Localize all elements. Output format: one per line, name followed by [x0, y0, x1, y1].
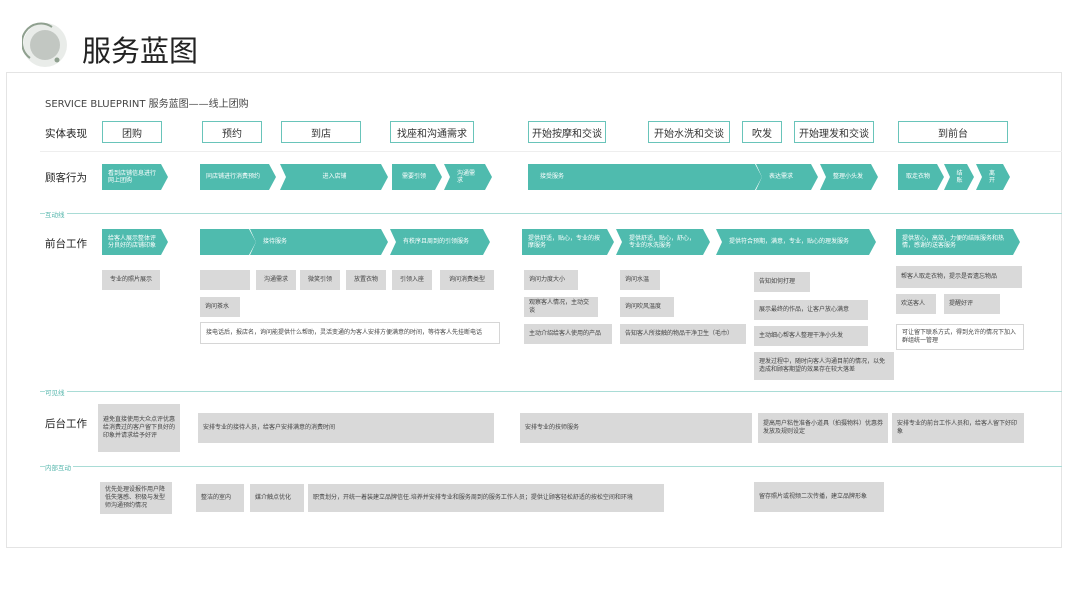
- internal-item: 整洁的室内: [196, 484, 244, 512]
- blueprint-subtitle: SERVICE BLUEPRINT 服务蓝图——线上团购: [45, 99, 249, 110]
- frontstage-detail: 告知客人所接触的物品干净卫生（毛巾）: [620, 324, 746, 344]
- frontstage-detail: 询问茶水: [200, 297, 240, 317]
- internal-item: 优先处理设报作用户降低失落感、积极与发型师沟通预约情况: [100, 482, 172, 514]
- internal-line-label: 内部互动: [45, 462, 73, 472]
- frontstage-action: 提供舒适，贴心，专业的按摩服务: [522, 229, 614, 255]
- physical-item: 开始水洗和交谈: [648, 121, 730, 143]
- visibility-line-label: 可见线: [45, 387, 67, 397]
- customer-action: 取走衣物: [898, 164, 944, 190]
- frontstage-detail: 询问消费类型: [440, 270, 494, 290]
- customer-action: 沟通需求: [444, 164, 492, 190]
- interaction-line-label: 互动线: [45, 209, 67, 219]
- frontstage-detail: 提醒好评: [944, 294, 1000, 314]
- physical-item: 到店: [281, 121, 361, 143]
- backstage-item: 提高用户粘性准备小道具（拍摄物料）优惠券发放及规则设定: [758, 413, 888, 443]
- physical-item: 开始按摩和交谈: [528, 121, 606, 143]
- internal-interaction-line: [40, 466, 1062, 467]
- physical-item: 找座和沟通需求: [390, 121, 474, 143]
- frontstage-detail: [200, 270, 250, 290]
- backstage-item: 安排专业的前台工作人员和，给客人留下好印象: [892, 413, 1024, 443]
- frontstage-detail: 接电话后，报店名，询问能提供什么帮助，灵活变通的为客人安排方便满意的时间，等待客…: [200, 322, 500, 344]
- customer-action: 接受服务: [528, 164, 762, 190]
- frontstage-action: 提供放心，高效，力便的结账服务和热情，感谢的送客服务: [896, 229, 1020, 255]
- frontstage-detail: 告知如何打理: [754, 272, 810, 292]
- frontstage-detail: 可让留下联系方式，得到允许的情况下加入群组统一管理: [896, 324, 1024, 350]
- row-label-physical: 实体表现: [45, 128, 87, 140]
- frontstage-detail: 主动细心帮客人整理干净小头发: [754, 326, 868, 346]
- frontstage-action: 有秩序且周到的引领服务: [390, 229, 490, 255]
- frontstage-action: 提供符合预期，满意，专业，贴心的理发服务: [716, 229, 876, 255]
- row-separator: [40, 151, 1062, 152]
- frontstage-detail: 欢送客人: [896, 294, 936, 314]
- backstage-item: 避免直接使用大众点评优惠 给消费过的客户留下良好的印象并请求给予好评: [98, 404, 180, 452]
- internal-item: 媒介触点优化: [250, 484, 304, 512]
- customer-action: 看到店铺信息进行网上团购: [102, 164, 168, 190]
- backstage-item: 安排专业的技师服务: [520, 413, 752, 443]
- internal-item: 职责划分，开统一着装建立品牌信任.培养并安排专业和服务周到的服务工作人员；提供让…: [308, 484, 664, 512]
- frontstage-detail: 主动介绍给客人使用的产品: [524, 324, 612, 344]
- frontstage-detail: 展示最终的作品，让客户放心满意: [754, 300, 868, 320]
- customer-action: 整理小头发: [820, 164, 878, 190]
- frontstage-detail: 沟通需求: [256, 270, 296, 290]
- row-label-customer: 顾客行为: [45, 172, 87, 184]
- customer-action: 同店铺进行消费预约: [200, 164, 276, 190]
- customer-action: 需要引领: [392, 164, 442, 190]
- frontstage-detail: 询问力度大小: [524, 270, 578, 290]
- physical-item: 开始理发和交谈: [794, 121, 874, 143]
- physical-item: 团购: [102, 121, 162, 143]
- frontstage-action: 提供舒适，贴心，舒心，专业的水洗服务: [616, 229, 710, 255]
- frontstage-detail: 询问水温: [620, 270, 660, 290]
- frontstage-detail: 微笑引领: [300, 270, 340, 290]
- customer-action: 表达需求: [756, 164, 818, 190]
- frontstage-detail: 专业的照片展示: [102, 270, 160, 290]
- frontstage-action: 给客人展示整体评分良好的店铺印象: [102, 229, 168, 255]
- frontstage-action: 接待服务: [250, 229, 388, 255]
- frontstage-action: [200, 229, 256, 255]
- frontstage-detail: 理发过程中，随时向客人沟通目前的情况，以免造成和顾客期望的效果存在较大落差: [754, 352, 894, 380]
- frontstage-detail: 询问吹风温度: [620, 297, 674, 317]
- customer-action: 进入店铺: [280, 164, 388, 190]
- interaction-line: [40, 213, 1062, 214]
- physical-item: 吹发: [742, 121, 782, 143]
- internal-item: 留存照片或视频二次传播，建立品牌形象: [754, 482, 884, 512]
- visibility-line: [40, 391, 1062, 392]
- row-label-backstage: 后台工作: [45, 418, 87, 430]
- physical-item: 到前台: [898, 121, 1008, 143]
- logo-icon: [22, 22, 67, 67]
- frontstage-detail: 帮客人取走衣物，提示是否遗忘物品: [896, 266, 1022, 288]
- frontstage-detail: 引领入座: [392, 270, 432, 290]
- frontstage-detail: 观察客人情况，主动交谈: [524, 297, 598, 317]
- physical-item: 预约: [202, 121, 262, 143]
- row-label-frontstage: 前台工作: [45, 238, 87, 250]
- backstage-item: 安排专业的接待人员，给客户安排满意的消费时间: [198, 413, 494, 443]
- page-title: 服务蓝图: [82, 34, 199, 68]
- frontstage-detail: 放置衣物: [346, 270, 386, 290]
